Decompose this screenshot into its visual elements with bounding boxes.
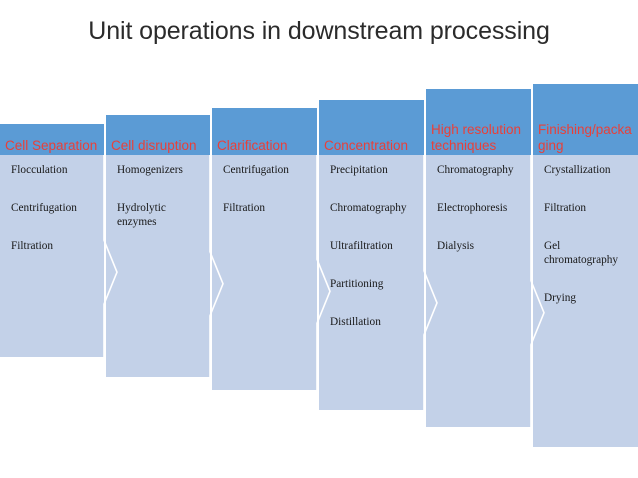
- stage-item: Centrifugation: [11, 202, 77, 214]
- stage-item: Filtration: [544, 202, 587, 214]
- stage-header-4[interactable]: Concentration: [319, 100, 424, 155]
- stage-item: Flocculation: [11, 164, 68, 176]
- stage-header-label: Concentration: [324, 137, 409, 153]
- stage-item: Drying: [544, 292, 577, 304]
- stage-item: Filtration: [11, 240, 54, 252]
- stage-header-label: Clarification: [217, 137, 288, 153]
- stage-item: Centrifugation: [223, 164, 289, 176]
- stage-header-6[interactable]: Finishing/packaging: [533, 84, 638, 155]
- stage-header-5[interactable]: High resolution techniques: [426, 89, 531, 155]
- stage-item: Hydrolytic enzymes: [117, 202, 166, 228]
- stage-item: Distillation: [330, 316, 381, 328]
- stage-header-2[interactable]: Cell disruption: [106, 115, 210, 155]
- stage-item: Crystallization: [544, 164, 611, 176]
- stage-item: Gel chromatography: [544, 240, 619, 266]
- stage-header-3[interactable]: Clarification: [212, 108, 317, 155]
- stage-header-label: Cell disruption: [111, 137, 197, 153]
- stage-item: Filtration: [223, 202, 266, 214]
- stage-item: Chromatography: [330, 202, 407, 214]
- stage-header-label: Finishing/packaging: [538, 122, 632, 153]
- stage-item: Dialysis: [437, 240, 475, 252]
- stage-header-1[interactable]: Cell Separation: [0, 124, 104, 155]
- stage-item: Chromatography: [437, 164, 514, 176]
- stage-item: Ultrafiltration: [330, 240, 393, 252]
- page-title: Unit operations in downstream processing: [88, 17, 550, 45]
- stage-item: Electrophoresis: [437, 202, 508, 214]
- stage-item: Homogenizers: [117, 164, 183, 176]
- stage-item: Precipitation: [330, 164, 388, 176]
- stage-header-label: Cell Separation: [5, 137, 98, 153]
- stage-header-label: High resolution techniques: [431, 122, 522, 153]
- stage-item: Partitioning: [330, 278, 384, 290]
